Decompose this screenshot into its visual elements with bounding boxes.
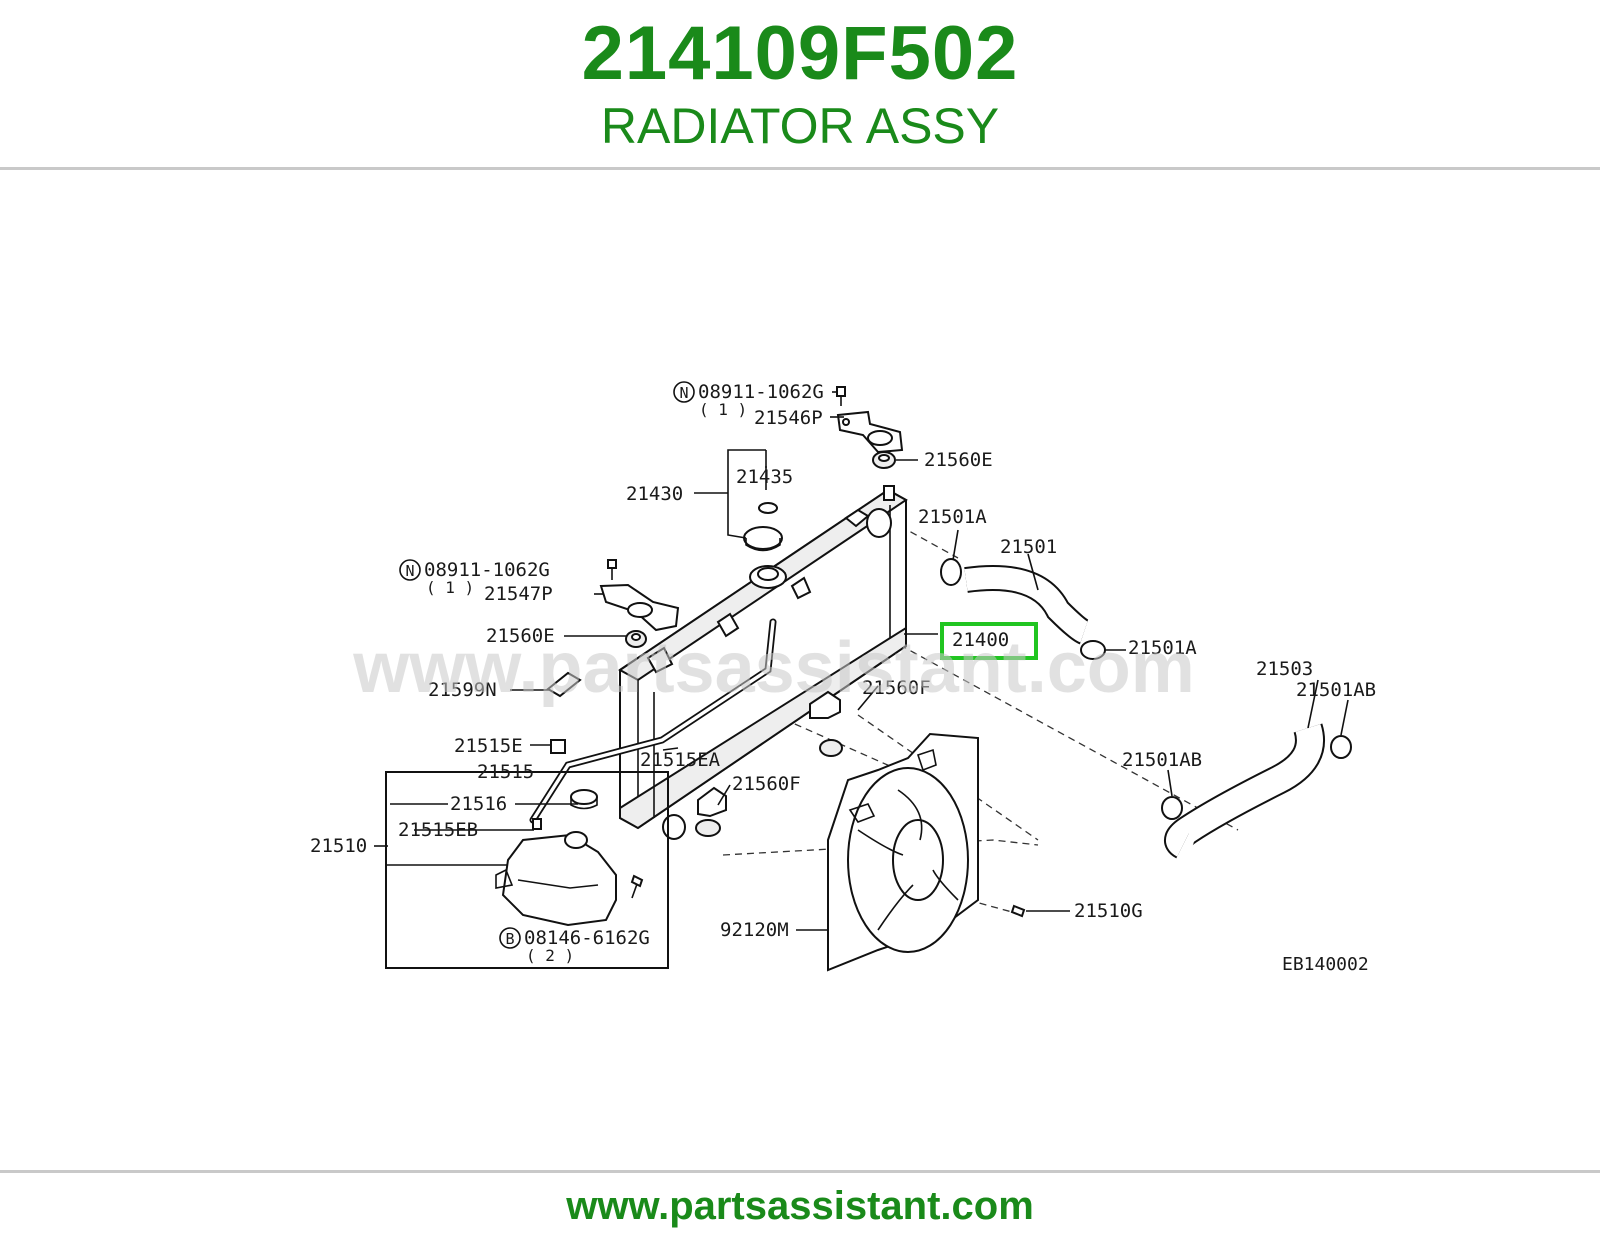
filler-neck: [749, 565, 787, 589]
lower-hose[interactable]: [1164, 723, 1325, 859]
left-bracket[interactable]: [599, 583, 680, 632]
shroud-screw-icon[interactable]: [1010, 904, 1026, 918]
n-badge-top: N: [679, 384, 688, 402]
footer-url-link[interactable]: www.partsassistant.com: [566, 1184, 1034, 1228]
footer-divider: [0, 1170, 1600, 1173]
label-radiator[interactable]: 21400: [952, 629, 1009, 651]
page-header: 214109F502 RADIATOR ASSY: [0, 0, 1600, 170]
part-number-title: 214109F502: [581, 11, 1019, 96]
top-bolt-icon[interactable]: [836, 386, 846, 406]
label-seal[interactable]: 21599N: [428, 679, 497, 701]
label-hose-reserve[interactable]: 21515: [477, 761, 534, 783]
left-mount-icon[interactable]: [625, 630, 647, 648]
diagram-ref-code: EB140002: [1282, 954, 1369, 975]
label-mount-lower-b[interactable]: 21560F: [732, 773, 801, 795]
label-mount-left[interactable]: 21560E: [486, 625, 555, 647]
fan-shroud[interactable]: [827, 732, 979, 972]
top-mount-icon[interactable]: [872, 451, 896, 469]
label-hose-upper[interactable]: 21501: [1000, 536, 1057, 558]
label-tank-assy[interactable]: 21510: [310, 835, 367, 857]
seal-icon[interactable]: [546, 671, 582, 698]
label-reserve-cap[interactable]: 21516: [450, 793, 507, 815]
label-bolt-left-qty: ( 1 ): [426, 578, 474, 597]
part-labels: N 08911-1062G ( 1 ) 21546P 21560E 21435 …: [310, 381, 1376, 975]
diagram-watermark: www.partsassistant.com: [352, 628, 1195, 708]
parts-diagram-svg: N 08911-1062G ( 1 ) 21546P 21560E 21435 …: [178, 340, 1434, 1010]
top-bracket[interactable]: [836, 410, 904, 454]
label-screw-shroud[interactable]: 21510G: [1074, 900, 1143, 922]
label-clip-upper[interactable]: 21515E: [454, 735, 523, 757]
label-mount-top[interactable]: 21560E: [924, 449, 993, 471]
reservoir-tank[interactable]: [495, 831, 617, 927]
b-badge-icon: [499, 927, 521, 949]
label-cap-assy[interactable]: 21430: [626, 483, 683, 505]
header-divider: [0, 167, 1600, 170]
radiator-cap-icon[interactable]: [743, 526, 783, 552]
cap-seal-icon[interactable]: [758, 502, 778, 514]
leader-lines: [374, 391, 1349, 931]
part-name-subtitle: RADIATOR ASSY: [600, 98, 1000, 154]
label-clamp-lower-b[interactable]: 21501AB: [1122, 749, 1202, 771]
upper-clamp-a-icon[interactable]: [940, 558, 962, 586]
label-cap[interactable]: 21435: [736, 466, 793, 488]
label-shroud[interactable]: 92120M: [720, 919, 789, 941]
label-mount-lower-a[interactable]: 21560F: [862, 677, 931, 699]
n-badge-left: N: [405, 562, 414, 580]
tank-bolt-icon[interactable]: [630, 874, 644, 899]
label-clamp-upper-b[interactable]: 21501A: [1128, 637, 1197, 659]
label-bolt-left[interactable]: 08911-1062G: [424, 559, 550, 581]
clip-upper-icon[interactable]: [550, 739, 566, 754]
label-clamp-lower-a[interactable]: 21501AB: [1296, 679, 1376, 701]
parts-diagram: N 08911-1062G ( 1 ) 21546P 21560E 21435 …: [178, 340, 1434, 1010]
lower-clamp-a-icon[interactable]: [1330, 735, 1352, 759]
reserve-hose[interactable]: [529, 618, 777, 824]
label-bolt-tank[interactable]: 08146-6162G: [524, 927, 650, 949]
clip-lower-icon[interactable]: [532, 818, 542, 830]
tank-assy-frame: [385, 771, 669, 969]
reserve-cap-icon[interactable]: [570, 789, 598, 810]
label-bracket-top[interactable]: 21546P: [754, 407, 823, 429]
lower-clamp-b-icon[interactable]: [1161, 796, 1183, 820]
upper-hose[interactable]: [964, 565, 1090, 645]
label-clamp-upper-a[interactable]: 21501A: [918, 506, 987, 528]
lower-mount-a-icon[interactable]: [809, 690, 843, 757]
lower-mount-b-icon[interactable]: [695, 786, 727, 837]
label-clip-mid[interactable]: 21515EA: [640, 749, 721, 771]
b-badge: B: [505, 930, 514, 948]
label-bracket-left[interactable]: 21547P: [484, 583, 553, 605]
n-badge-icon: [673, 381, 695, 403]
label-clip-lower[interactable]: 21515EB: [398, 819, 478, 841]
left-bolt-icon[interactable]: [607, 559, 617, 580]
label-bolt-top-qty: ( 1 ): [699, 400, 747, 419]
n-badge-left-icon: [399, 559, 421, 581]
label-hose-lower[interactable]: 21503: [1256, 658, 1313, 680]
highlight-box: [940, 622, 1038, 660]
label-bolt-tank-qty: ( 2 ): [526, 946, 574, 965]
label-bolt-top[interactable]: 08911-1062G: [698, 381, 824, 403]
